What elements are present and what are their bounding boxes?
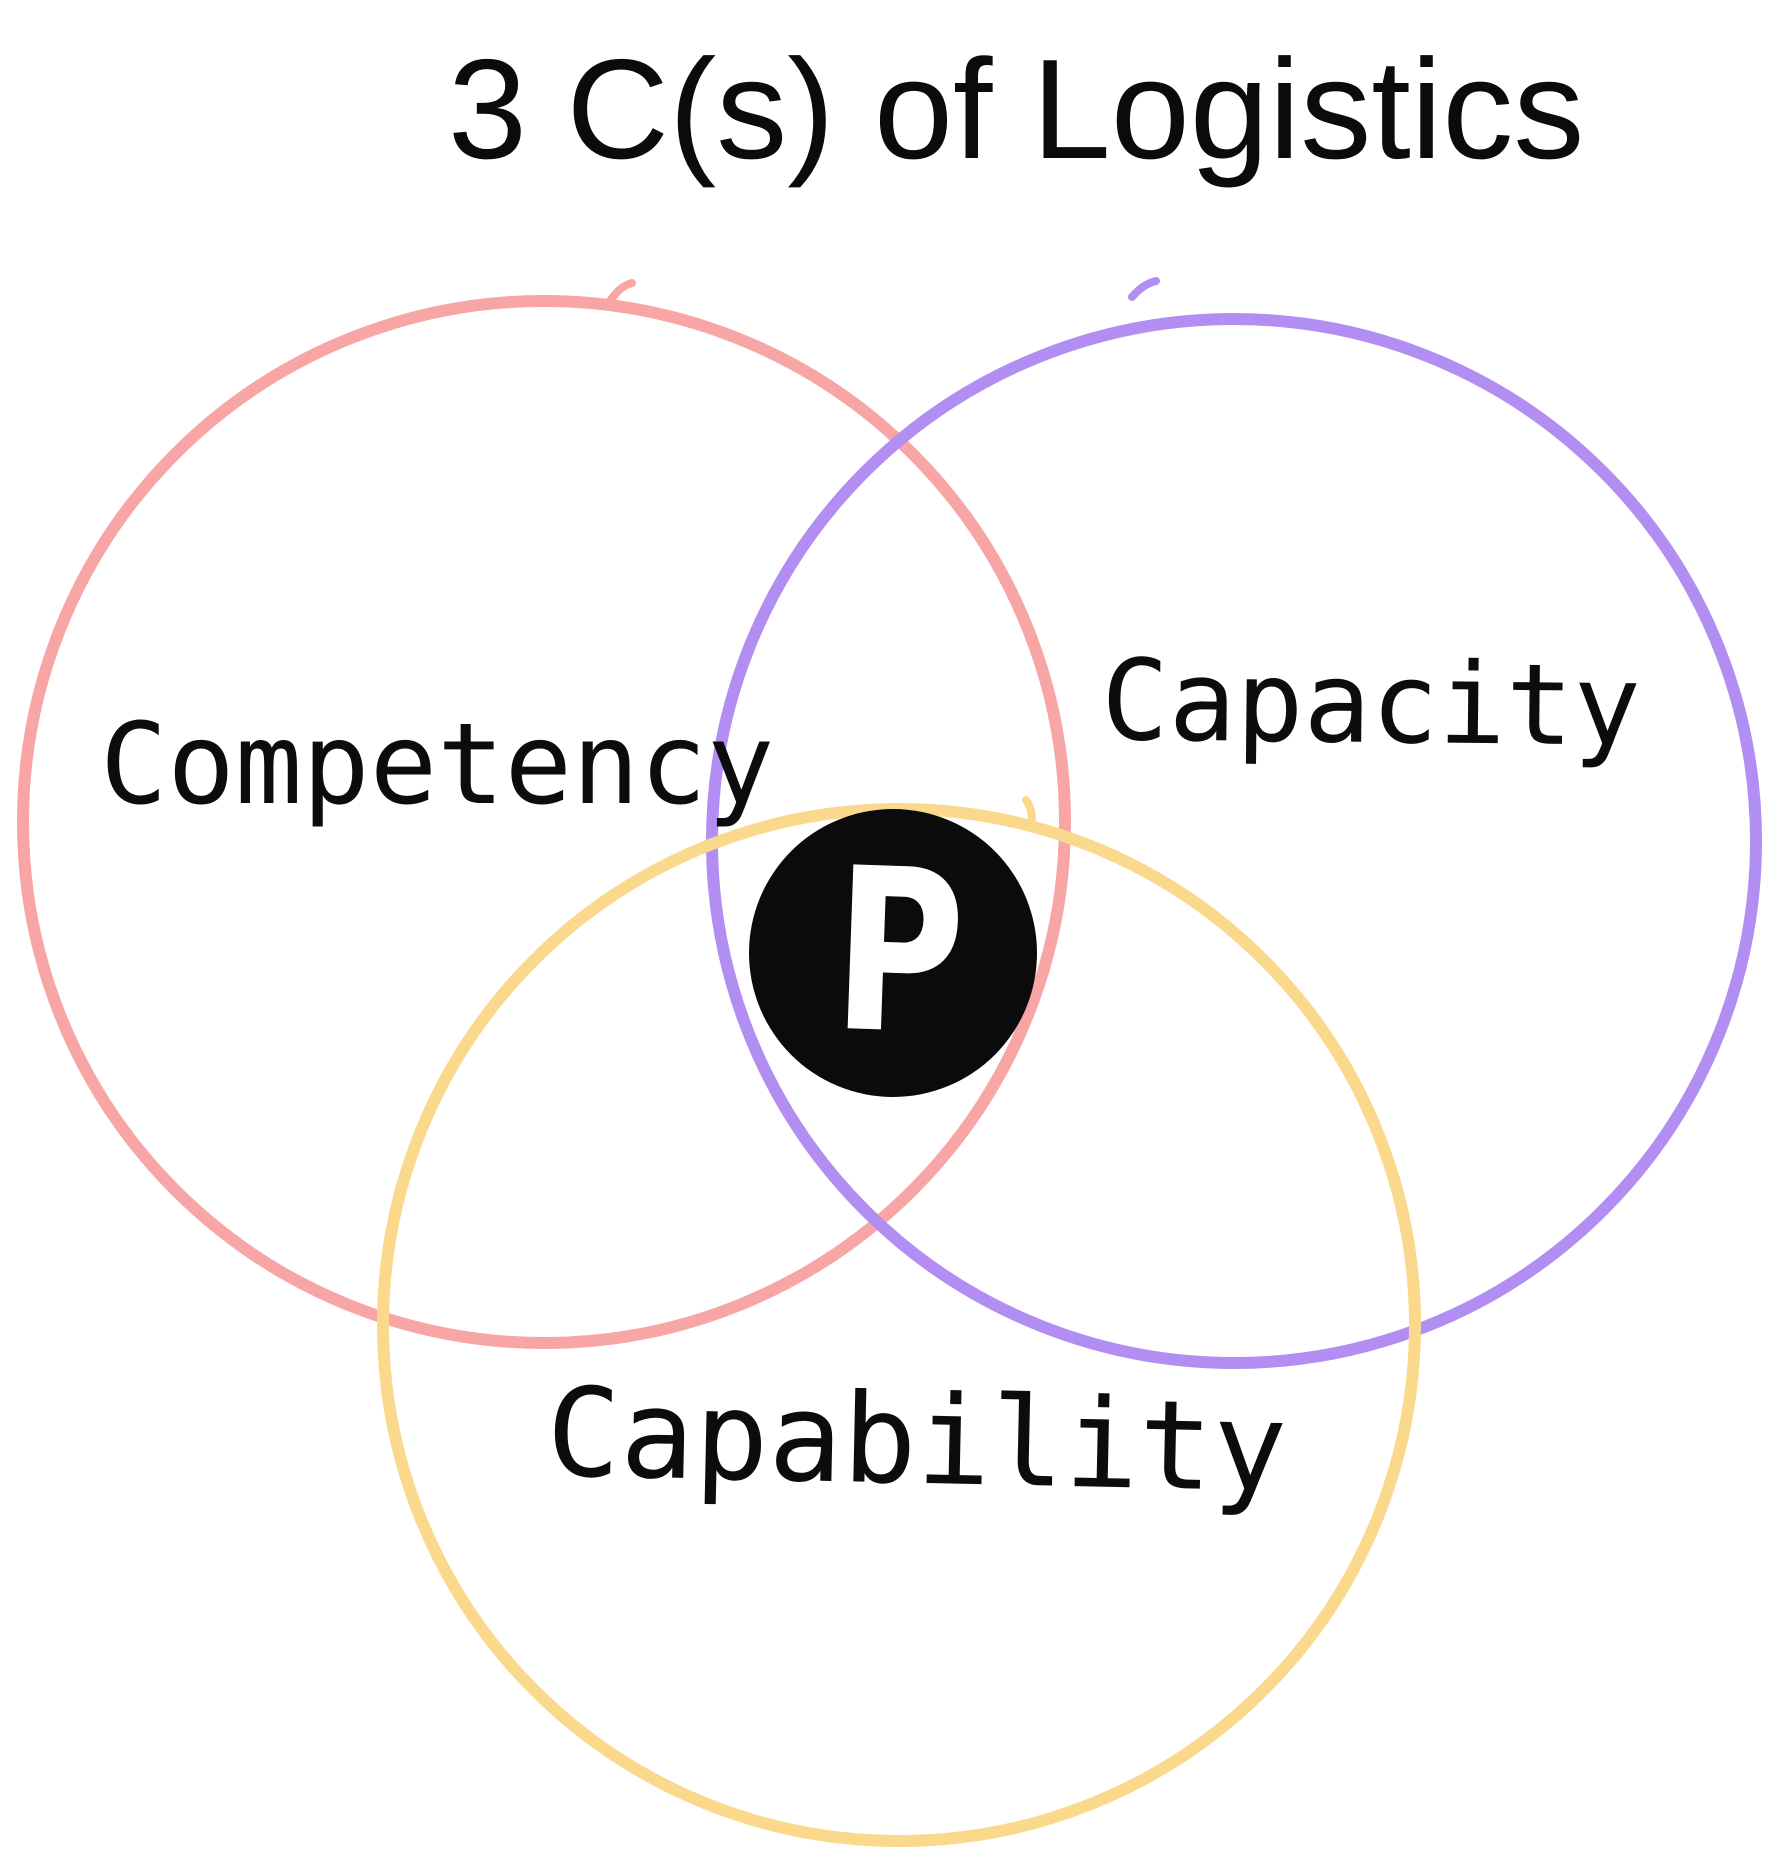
competency-label: Competency — [100, 700, 775, 830]
pen-flick-competency-icon — [606, 279, 636, 305]
page-title: 3 C(s) of Logistics — [448, 30, 1585, 189]
pen-flick-capability-icon — [1022, 796, 1036, 832]
venn-circle-capability — [377, 803, 1421, 1847]
pen-flick-capacity-icon — [1128, 277, 1160, 301]
center-marker-circle — [749, 809, 1037, 1097]
capability-label: Capability — [545, 1362, 1289, 1521]
venn-circle-competency — [17, 295, 1071, 1349]
center-marker-letter: P — [829, 820, 968, 1086]
capacity-label: Capacity — [1100, 636, 1642, 772]
